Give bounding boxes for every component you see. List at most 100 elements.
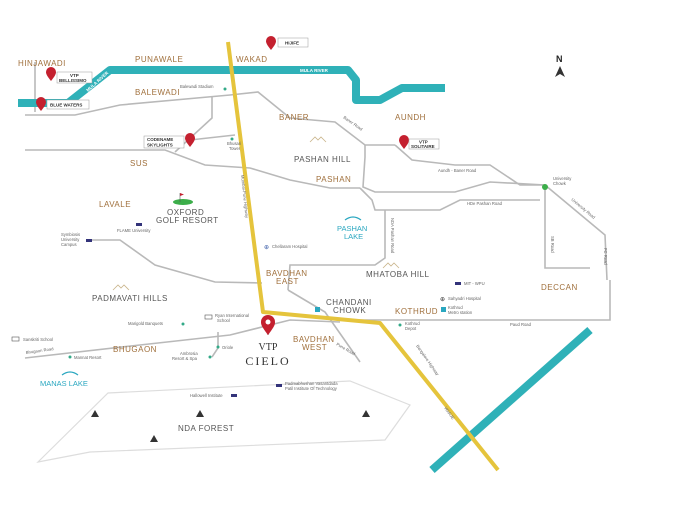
resort-icon xyxy=(208,355,212,359)
area-pashan-lake-2: LAKE xyxy=(344,232,363,241)
pin-label-line2: SOLITAIRE xyxy=(411,144,435,149)
road-label-paud: Paud Road xyxy=(510,322,532,327)
road-label-nda-pashan: NDA Pashan Road xyxy=(390,218,395,254)
tree-icon xyxy=(91,410,99,417)
road-bhusari xyxy=(189,134,236,141)
university-chowk-marker xyxy=(542,184,548,190)
mula-river xyxy=(18,66,445,107)
area-bavdhan-east-1: BAVDHAN xyxy=(266,269,308,278)
road-label-mumbai-pune: Mumbai-Pune Highway xyxy=(240,175,250,219)
university-icon xyxy=(136,223,142,226)
pin-icon xyxy=(46,67,56,81)
nda-forest-boundary xyxy=(36,380,411,463)
pin-hijife[interactable]: HIJIFE xyxy=(266,36,309,50)
roads xyxy=(24,62,611,463)
landmark-kothrud-metro: Kothrud xyxy=(448,305,463,310)
landmark-bhusari: Bhusari xyxy=(227,141,241,146)
pin-label: HIJIFE xyxy=(285,41,299,46)
landmark-sanskriti-school: Sanskriti School xyxy=(23,337,53,342)
area-punawale: PUNAWALE xyxy=(135,55,183,64)
project-name-line1: VTP xyxy=(259,342,278,353)
pin-vtp-solitaire[interactable]: VTP SOLITAIRE xyxy=(399,135,440,150)
pin-hole xyxy=(265,319,271,325)
pin-icon xyxy=(185,133,195,147)
road-chandani xyxy=(287,289,361,363)
landmark-symbiosis: Symbiosis xyxy=(61,232,80,237)
area-hinjawadi: HINJAWADI xyxy=(18,59,66,68)
landmark-mit-wpu: MIT - WPU xyxy=(464,281,485,286)
landmark-mannat-resort: Mannat Resort xyxy=(74,355,102,360)
area-mhatoba-hill: MHATOBA HILL xyxy=(366,270,430,279)
area-pashan-lake-1: PASHAN xyxy=(337,224,367,233)
stadium-icon xyxy=(223,87,227,91)
pin-vtp-bellissimo[interactable]: VTP BELLISSIMO xyxy=(46,67,93,84)
road-university xyxy=(544,184,608,281)
road-aundh-baner xyxy=(394,144,545,186)
road-label-sb: SB Road xyxy=(550,236,555,253)
hill-icon xyxy=(112,284,130,291)
forest-tree-icons xyxy=(91,410,370,442)
pin-label-line1: CODENAME xyxy=(147,137,173,142)
road-hde xyxy=(359,187,540,211)
area-golf-2: GOLF RESORT xyxy=(156,216,219,225)
landmark-sahyadri-hospital: Sahyadri Hospital xyxy=(448,296,481,301)
school-icon xyxy=(11,336,20,342)
lake-icon xyxy=(344,216,362,221)
landmark-flame-university: FLAME University xyxy=(117,228,151,233)
landmark-marigold: Marigold Banquets xyxy=(128,321,163,326)
road-paud xyxy=(340,280,611,321)
road-label-hde-pashan: HDe Pashan Road xyxy=(467,201,503,206)
road-label-aundh-baner: Aundh - Baner Road xyxy=(438,168,477,173)
landmark-ambrosia: Ambrosia xyxy=(180,351,198,356)
landmark-hallowell-institute: Hallowell Institute xyxy=(190,393,223,398)
school-icon xyxy=(204,314,213,320)
golf-flag-shape xyxy=(180,193,184,196)
area-bhugaon: BHUGAON xyxy=(113,345,157,354)
lake-icon xyxy=(61,371,79,376)
pin-label-line1: VTP xyxy=(70,73,79,78)
golf-icon xyxy=(173,199,193,205)
road-sus xyxy=(25,149,360,189)
tree-icon xyxy=(196,410,204,417)
landmark-kothrud-metro-2: Metro station xyxy=(448,310,473,315)
landmark-ryan-school: Ryan International xyxy=(215,313,249,318)
landmark-kothrud-depot: Kothrud xyxy=(405,321,420,326)
university-icon xyxy=(276,384,282,387)
pin-blue-waters[interactable]: BLUE WATERS xyxy=(36,97,90,111)
landmark-university-chowk: University xyxy=(553,176,572,181)
resort-icon xyxy=(216,345,220,349)
landmark-kothrud-depot-2: Depot xyxy=(405,326,417,331)
university-icon xyxy=(231,394,237,397)
pin-codename-skylights[interactable]: CODENAME SKYLIGHTS xyxy=(143,133,195,149)
tree-icon xyxy=(150,435,158,442)
area-sus: SUS xyxy=(130,159,148,168)
university-icon xyxy=(455,282,461,285)
landmark-ryan-school-2: School xyxy=(217,318,230,323)
area-bavdhan-west-2: WEST xyxy=(302,343,327,352)
area-padmavati-hills: PADMAVATI HILLS xyxy=(92,294,168,303)
area-kothrud: KOTHRUD xyxy=(395,307,438,316)
resort-icon xyxy=(68,355,72,359)
venue-icon xyxy=(181,322,185,326)
road-sb xyxy=(544,185,590,269)
area-nda-forest: NDA FOREST xyxy=(178,424,234,433)
vtp-cielo-pin-icon[interactable] xyxy=(261,315,275,335)
metro-icon xyxy=(441,307,446,312)
road-nda-pashan xyxy=(287,210,386,291)
area-pashan-hill: PASHAN HILL xyxy=(294,155,351,164)
tower-icon xyxy=(230,137,234,141)
project-name-line2: CIELO xyxy=(245,354,290,368)
hospital-icon: ⊕ xyxy=(264,245,269,251)
landmark-chellaram-hospital: Chellaram Hospital xyxy=(272,244,307,249)
road-bhugaon xyxy=(24,319,341,359)
area-manas-lake: MANAS LAKE xyxy=(40,379,88,388)
landmark-symbiosis-2: University xyxy=(61,237,80,242)
hill-icon xyxy=(309,136,327,143)
area-bavdhan-east-2: EAST xyxy=(276,277,299,286)
pin-icon xyxy=(36,97,46,111)
landmark-bhusari-2: Tower xyxy=(229,146,241,151)
landmark-oriole: Oriole xyxy=(222,345,234,350)
road-symbiosis xyxy=(90,239,263,284)
area-deccan: DECCAN xyxy=(541,283,578,292)
